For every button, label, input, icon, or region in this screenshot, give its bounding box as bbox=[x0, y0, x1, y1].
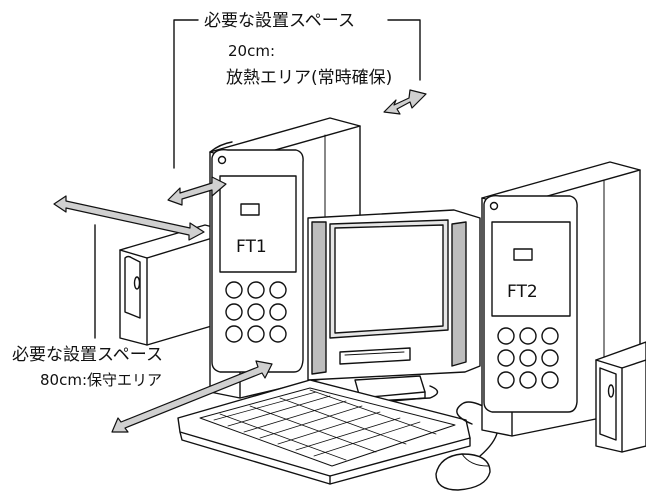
keyboard bbox=[177, 379, 471, 485]
top-space-title: 必要な設置スペース bbox=[204, 11, 355, 31]
left-space-detail: 80cm:保守エリア bbox=[40, 371, 162, 389]
mouse bbox=[435, 401, 499, 491]
arrow-left-wide bbox=[53, 195, 205, 241]
top-space-bracket bbox=[173, 19, 421, 169]
left-space-title: 必要な設置スペース bbox=[12, 345, 163, 365]
arrow-ft1-front bbox=[167, 176, 227, 206]
top-space-detail-1: 20cm: bbox=[228, 42, 275, 60]
ft2-label: FT2 bbox=[507, 282, 538, 302]
top-space-detail-2: 放熱エリア(常時確保) bbox=[226, 68, 392, 88]
arrow-top-right bbox=[383, 89, 427, 115]
side-box-right bbox=[595, 341, 646, 453]
monitor bbox=[307, 209, 481, 405]
arrow-bottom-front bbox=[111, 360, 273, 433]
ft1-label: FT1 bbox=[236, 237, 267, 257]
